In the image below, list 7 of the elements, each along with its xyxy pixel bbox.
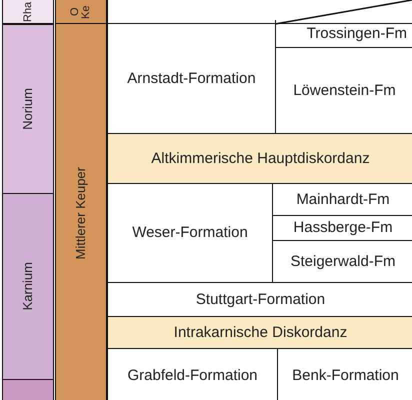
unconformity-label: Intrakarnische Diskordanz: [107, 316, 412, 349]
stage-label: Rha: [2, 0, 54, 24]
unit-label: Mittlerer Keuper: [55, 23, 107, 400]
unconformity-label: Altkimmerische Hauptdiskordanz: [107, 133, 412, 184]
stage-label: Karnium: [2, 193, 54, 380]
stage-label: Norium: [2, 24, 54, 194]
unit-label: O Ke: [55, 0, 107, 24]
